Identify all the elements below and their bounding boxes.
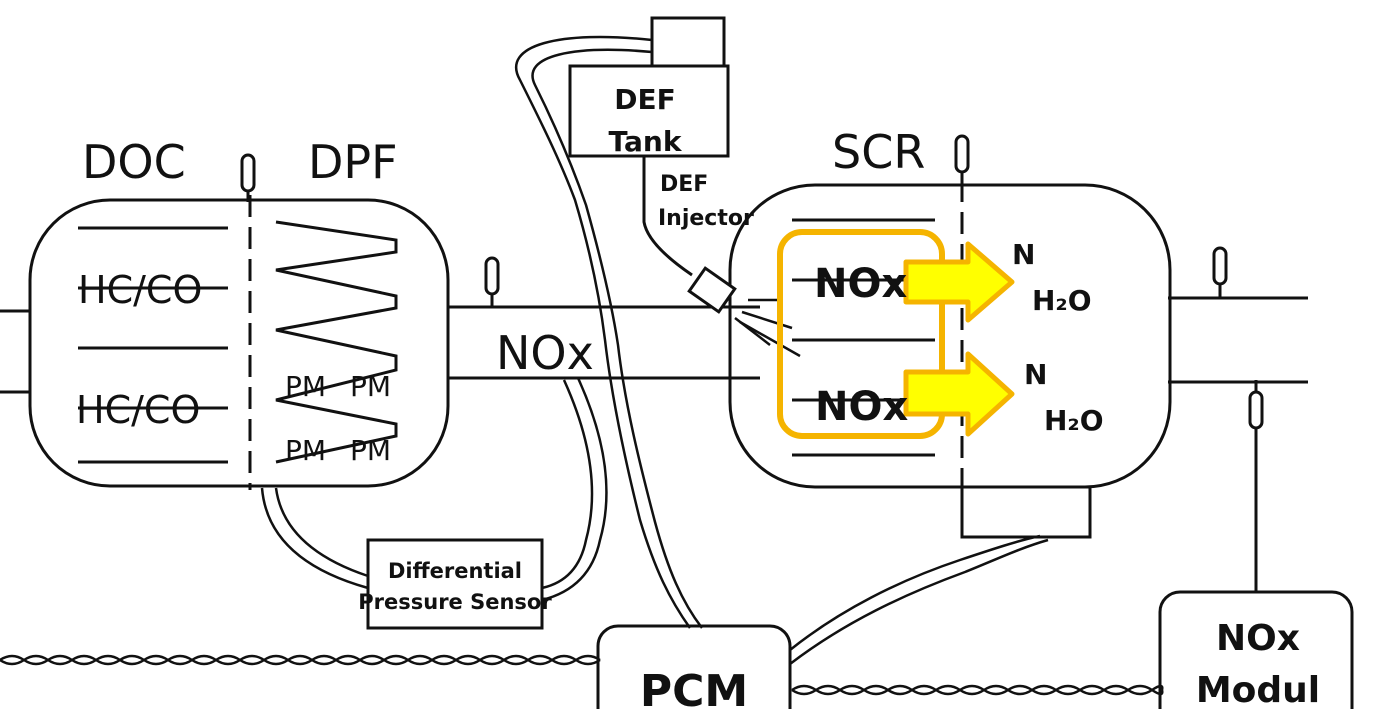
pm-label-1: PM — [285, 370, 326, 403]
scr-nox-label-top: NOx — [814, 261, 907, 307]
dps-downstream-hose — [541, 377, 608, 602]
h2o-label-bottom: H₂O — [1044, 404, 1104, 437]
dps-label-line1: Differential — [388, 559, 522, 583]
n-label-bottom: N — [1024, 358, 1047, 391]
differential-pressure-sensor-box — [366, 538, 544, 630]
def-tank-label-line2: Tank — [609, 125, 683, 158]
doc-dpf-sensor-icon — [240, 153, 256, 202]
def-injector-label-line2: Injector — [658, 206, 754, 231]
nox-highlight-frame — [777, 229, 945, 439]
def-spray-lines — [734, 298, 801, 358]
dps-downstream-hose-inner — [541, 379, 594, 590]
dps-upstream-hose — [260, 487, 369, 590]
harness-def-to-pcm-b — [531, 48, 703, 629]
harness-bottom-left-b — [0, 654, 601, 666]
conversion-arrow-bottom-icon — [903, 351, 1015, 437]
h2o-label-top: H₂O — [1032, 284, 1092, 317]
outlet-sensor-bottom-icon — [1248, 380, 1264, 592]
dps-upstream-hose-inner — [274, 487, 369, 578]
outlet-pipe — [1168, 296, 1308, 384]
harness-bottom-left — [0, 654, 601, 666]
pcm-label: PCM — [640, 666, 748, 709]
nox-module-label-line2: Modul — [1196, 670, 1320, 709]
pipe-sensor-icon — [484, 256, 500, 306]
scr-canister — [728, 183, 1172, 489]
pm-label-3: PM — [285, 434, 326, 467]
conversion-arrow-top-icon — [903, 241, 1015, 323]
outlet-sensor-top-icon — [1212, 246, 1228, 297]
pm-label-4: PM — [350, 434, 391, 467]
def-tank-box — [568, 64, 730, 158]
harness-def-to-pcm — [514, 35, 692, 629]
def-tank-label-line1: DEF — [614, 83, 676, 116]
harness-pcm-to-scr — [789, 534, 1041, 651]
doc-dpf-canister — [28, 198, 450, 488]
pcm-box — [596, 624, 792, 709]
dps-label-line2: Pressure Sensor — [358, 590, 552, 614]
pm-label-2: PM — [350, 370, 391, 403]
nox-module-label-line1: NOx — [1216, 618, 1300, 659]
scr-bottom-box — [960, 485, 1092, 539]
def-tank-cap — [650, 16, 726, 68]
scr-label: SCR — [832, 125, 925, 179]
nox-pipe-label: NOx — [496, 326, 594, 380]
scr-nox-label-bottom: NOx — [815, 384, 908, 430]
inlet-pipe — [0, 309, 30, 394]
def-supply-line — [642, 156, 693, 277]
def-injector-icon — [687, 266, 737, 314]
harness-pcm-to-scr-b — [789, 538, 1049, 665]
dpf-filter-zigzag — [275, 220, 398, 464]
hcco-label-bottom: HC/CO — [76, 388, 200, 432]
nox-module-box — [1158, 590, 1354, 709]
scr-sensor-icon — [954, 134, 970, 185]
doc-label: DOC — [82, 135, 186, 189]
harness-bottom-right-b — [791, 684, 1164, 696]
connecting-pipe — [447, 305, 760, 380]
hcco-label-top: HC/CO — [78, 268, 202, 312]
dpf-label: DPF — [308, 135, 398, 189]
n-label-top: N — [1012, 238, 1035, 271]
def-injector-label-line1: DEF — [660, 172, 708, 197]
